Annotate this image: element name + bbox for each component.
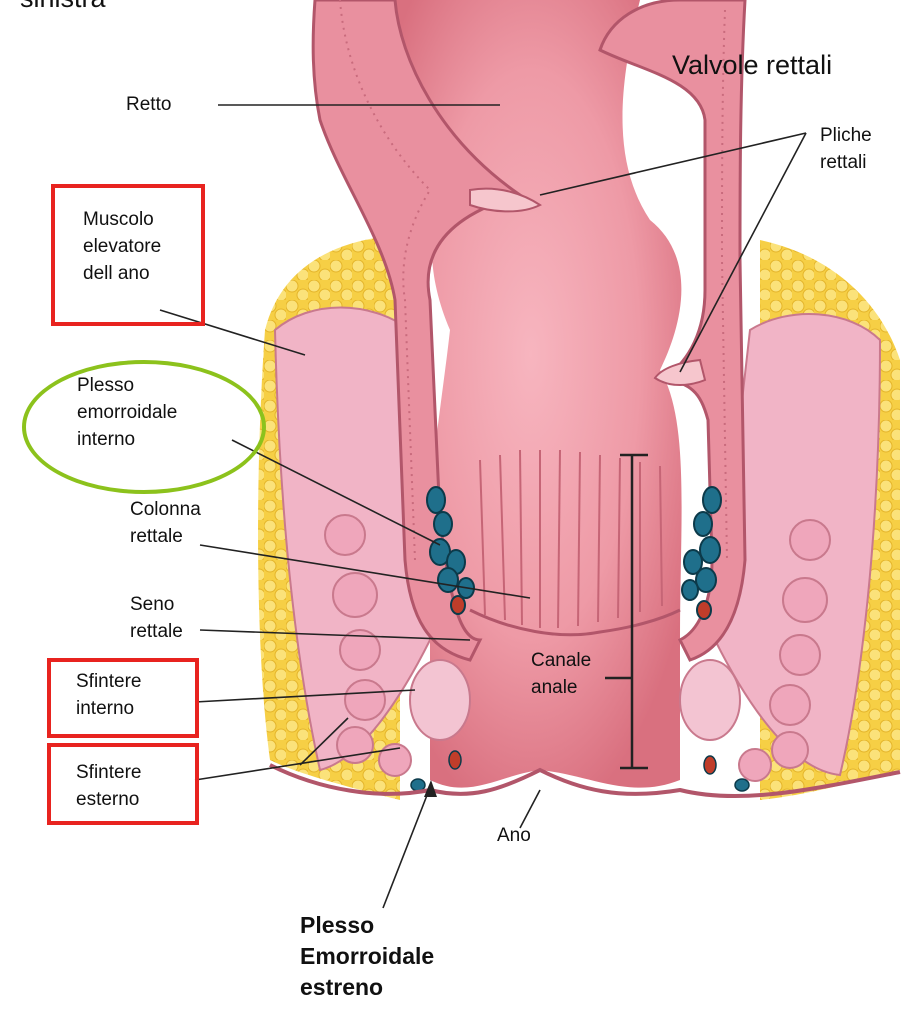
- label-muscolo-line3: dell ano: [83, 260, 161, 287]
- label-sfintere-esterno: Sfintere esterno: [76, 759, 141, 813]
- label-seno: Seno rettale: [130, 591, 183, 645]
- label-pliche: Pliche rettali: [820, 122, 872, 176]
- label-sfintere-interno-line2: interno: [76, 695, 141, 722]
- label-sfintere-interno: Sfintere interno: [76, 668, 141, 722]
- label-ano: Ano: [497, 822, 531, 849]
- label-muscolo-line1: Muscolo: [83, 206, 161, 233]
- label-plesso-interno-line2: emorroidale: [77, 399, 177, 426]
- label-canale-line1: Canale: [531, 647, 591, 674]
- label-canale: Canale anale: [531, 647, 591, 701]
- label-plesso-interno: Plesso emorroidale interno: [77, 372, 177, 453]
- label-muscolo-line2: elevatore: [83, 233, 161, 260]
- page-title-fragment: sinistra: [20, 0, 106, 14]
- label-colonna-line2: rettale: [130, 523, 201, 550]
- label-retto: Retto: [126, 91, 171, 118]
- label-pliche-line1: Pliche: [820, 122, 872, 149]
- label-seno-line1: Seno: [130, 591, 183, 618]
- valvole-rettali-label: Valvole rettali: [672, 49, 832, 81]
- label-plesso-esterno-line3: estreno: [300, 972, 434, 1003]
- label-colonna-line1: Colonna: [130, 496, 201, 523]
- label-plesso-esterno-line1: Plesso: [300, 910, 434, 941]
- label-seno-line2: rettale: [130, 618, 183, 645]
- label-plesso-esterno-line2: Emorroidale: [300, 941, 434, 972]
- plesso-esterno-arrowhead: [424, 780, 437, 797]
- label-sfintere-esterno-line2: esterno: [76, 786, 141, 813]
- label-plesso-esterno: Plesso Emorroidale estreno: [300, 910, 434, 1003]
- internal-sphincter-right: [680, 660, 740, 740]
- label-sfintere-esterno-line1: Sfintere: [76, 759, 141, 786]
- label-pliche-line2: rettali: [820, 149, 872, 176]
- label-muscolo: Muscolo elevatore dell ano: [83, 206, 161, 287]
- label-plesso-interno-line1: Plesso: [77, 372, 177, 399]
- label-plesso-interno-line3: interno: [77, 426, 177, 453]
- label-colonna: Colonna rettale: [130, 496, 201, 550]
- label-canale-line2: anale: [531, 674, 591, 701]
- label-sfintere-interno-line1: Sfintere: [76, 668, 141, 695]
- internal-sphincter-left: [410, 660, 470, 740]
